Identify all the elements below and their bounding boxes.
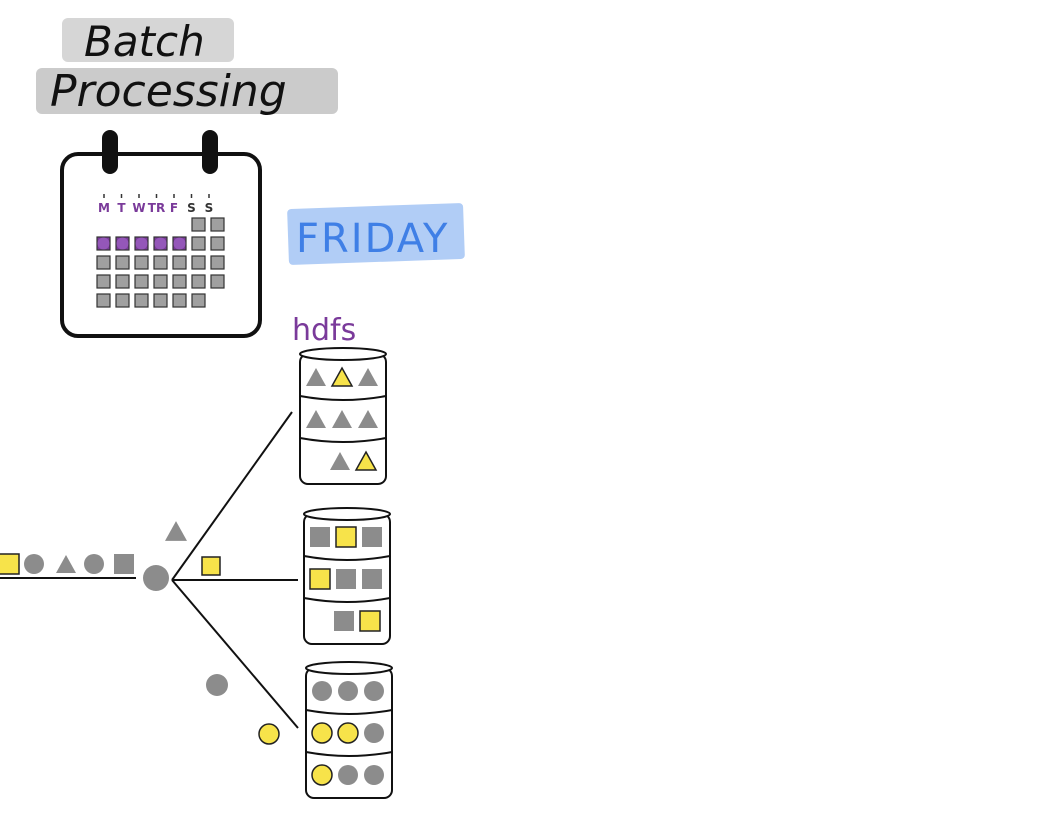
- db-item: [310, 527, 330, 547]
- db-item: [330, 366, 354, 387]
- storage-label: hdfs: [292, 313, 356, 348]
- title-line-2: Processing: [50, 66, 287, 117]
- routing-lines: [0, 411, 299, 729]
- calendar-day-cell: [210, 274, 225, 289]
- calendar-day-cell: [191, 236, 206, 251]
- title: Batch Processing: [36, 17, 338, 117]
- stream-item: [0, 553, 20, 575]
- db-item: [330, 452, 350, 470]
- db-item: [338, 681, 358, 701]
- routed-items: [165, 521, 280, 745]
- calendar-day-label: M: [98, 201, 110, 215]
- calendar-highlight-mark: [116, 237, 129, 250]
- routed-item: [258, 723, 280, 745]
- calendar-day-cell: [153, 293, 168, 308]
- calendar-day-cell: [96, 274, 111, 289]
- calendar-day-label: F: [170, 201, 178, 215]
- db-item: [337, 722, 359, 744]
- calendar-day-cell: [115, 255, 130, 270]
- route-line-top: [171, 411, 293, 581]
- stream-item: [114, 554, 134, 574]
- calendar-day-cell: [191, 293, 206, 308]
- calendar-day-label: T: [117, 201, 126, 215]
- stream-item: [84, 554, 104, 574]
- day-label-highlight: [287, 203, 465, 265]
- calendar-day-cell: [172, 274, 187, 289]
- calendar-grid: [96, 217, 225, 308]
- db-item: [362, 527, 382, 547]
- calendar-day-cell: [210, 255, 225, 270]
- calendar-day-label: W: [132, 201, 145, 215]
- db-item: [359, 610, 381, 632]
- db-item: [311, 764, 333, 786]
- routed-item: [165, 521, 187, 541]
- db-item: [306, 410, 326, 428]
- routed-item: [201, 556, 221, 576]
- calendar-day-cell: [172, 255, 187, 270]
- calendar-day-cell: [96, 293, 111, 308]
- title-line-1: Batch: [84, 17, 205, 66]
- db-item: [311, 722, 333, 744]
- db-item: [354, 450, 378, 471]
- db-item: [364, 681, 384, 701]
- db-item: [358, 410, 378, 428]
- calendar-day-cell: [96, 255, 111, 270]
- db-item: [335, 526, 357, 548]
- title-highlight-2: [36, 68, 338, 114]
- title-highlight-1: [62, 18, 234, 62]
- calendar-day-cell: [153, 255, 168, 270]
- calendar-day-cell: [191, 274, 206, 289]
- stream-item: [56, 555, 76, 573]
- calendar-day-cell: [210, 217, 225, 232]
- stream-item: [24, 554, 44, 574]
- input-stream: [0, 553, 134, 575]
- db-item: [338, 765, 358, 785]
- calendar-day-label: S: [187, 201, 196, 215]
- route-line-bottom: [171, 579, 299, 729]
- db-item: [364, 723, 384, 743]
- calendar-day-cell: [172, 293, 187, 308]
- calendar-day-cell: [191, 255, 206, 270]
- calendar-highlight-mark: [154, 237, 167, 250]
- calendar-day-label: TR: [148, 201, 165, 215]
- squares-db: [303, 507, 391, 645]
- calendar-day-cell: [134, 274, 149, 289]
- db-item: [309, 568, 331, 590]
- router-node: [143, 565, 169, 591]
- day-label-group: FRIDAY: [287, 203, 465, 265]
- db-item: [364, 765, 384, 785]
- calendar-highlight-mark: [173, 237, 186, 250]
- day-label: FRIDAY: [296, 216, 449, 262]
- db-item: [312, 681, 332, 701]
- calendar-day-cell: [153, 274, 168, 289]
- db-item: [332, 410, 352, 428]
- calendar-day-cell: [134, 293, 149, 308]
- db-item: [362, 569, 382, 589]
- calendar-day-label: S: [205, 201, 214, 215]
- triangles-db: [299, 347, 387, 485]
- calendar-day-cell: [115, 293, 130, 308]
- calendar-day-cell: [134, 255, 149, 270]
- calendar-day-cell: [191, 217, 206, 232]
- calendar-highlight-mark: [135, 237, 148, 250]
- db-item: [358, 368, 378, 386]
- routed-item: [206, 674, 228, 696]
- db-item: [336, 569, 356, 589]
- circles-db: [305, 661, 393, 799]
- calendar-day-cell: [210, 236, 225, 251]
- db-item: [306, 368, 326, 386]
- db-item: [334, 611, 354, 631]
- calendar-day-cell: [115, 274, 130, 289]
- calendar-highlight-mark: [97, 237, 110, 250]
- databases: [299, 347, 393, 799]
